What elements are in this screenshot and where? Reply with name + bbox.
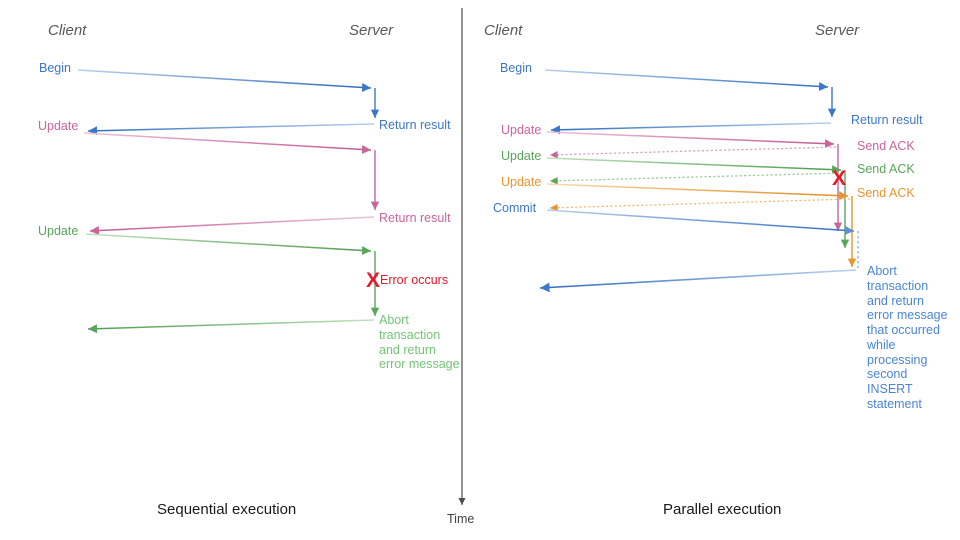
message-label-update-1: Update [501, 123, 542, 137]
panel-sequential-arrows [77, 69, 380, 334]
message-label-abort-block: Abort transaction and return error messa… [867, 264, 948, 411]
arrow-return-result-2 [89, 216, 375, 236]
arrow-abort-response [539, 269, 857, 293]
panel-parallel-arrows [539, 69, 859, 293]
message-label-return-result-2: Return result [379, 211, 451, 225]
arrow-update-2-request [85, 233, 372, 255]
arrow-update-2-request [546, 157, 842, 175]
message-label-send-ack-3: Send ACK [857, 186, 915, 200]
error-x-icon: X [832, 167, 847, 190]
arrow-return-result [550, 122, 832, 135]
actor-server-label: Server [349, 22, 394, 39]
arrow-return-result-1 [87, 123, 375, 136]
panel-caption-sequential: Sequential execution [157, 501, 297, 518]
message-label-return-result-1: Return result [379, 118, 451, 132]
message-label-abort-block: Abort transaction and return error messa… [379, 313, 460, 372]
arrow-send-ack-1 [549, 146, 837, 159]
actor-client-label: Client [48, 22, 87, 39]
arrow-update-1-request [83, 132, 372, 154]
actor-client-label: Client [484, 22, 523, 39]
message-label-begin: Begin [39, 61, 71, 75]
arrow-send-ack-3 [549, 198, 851, 212]
message-label-send-ack-2: Send ACK [857, 162, 915, 176]
message-label-commit: Commit [493, 201, 537, 215]
panel-caption-parallel: Parallel execution [663, 501, 782, 518]
message-label-return-result: Return result [851, 113, 923, 127]
message-label-update-3: Update [501, 175, 542, 189]
error-occurs-label: Error occurs [380, 273, 449, 287]
time-axis-label: Time [447, 512, 475, 526]
arrow-abort-response [87, 319, 375, 334]
arrow-update-3-request [546, 183, 849, 201]
arrow-commit-request [546, 209, 855, 235]
message-label-update-2: Update [501, 149, 542, 163]
message-label-update-2: Update [38, 224, 79, 238]
arrow-send-ack-2 [549, 172, 844, 185]
arrow-begin-request [77, 69, 372, 92]
error-x-icon: X [366, 269, 381, 292]
message-label-begin: Begin [500, 61, 532, 75]
message-label-send-ack-1: Send ACK [857, 139, 915, 153]
arrow-begin-request [544, 69, 829, 91]
arrow-update-1-request [546, 131, 835, 149]
actor-server-label: Server [815, 22, 860, 39]
message-label-update-1: Update [38, 119, 79, 133]
